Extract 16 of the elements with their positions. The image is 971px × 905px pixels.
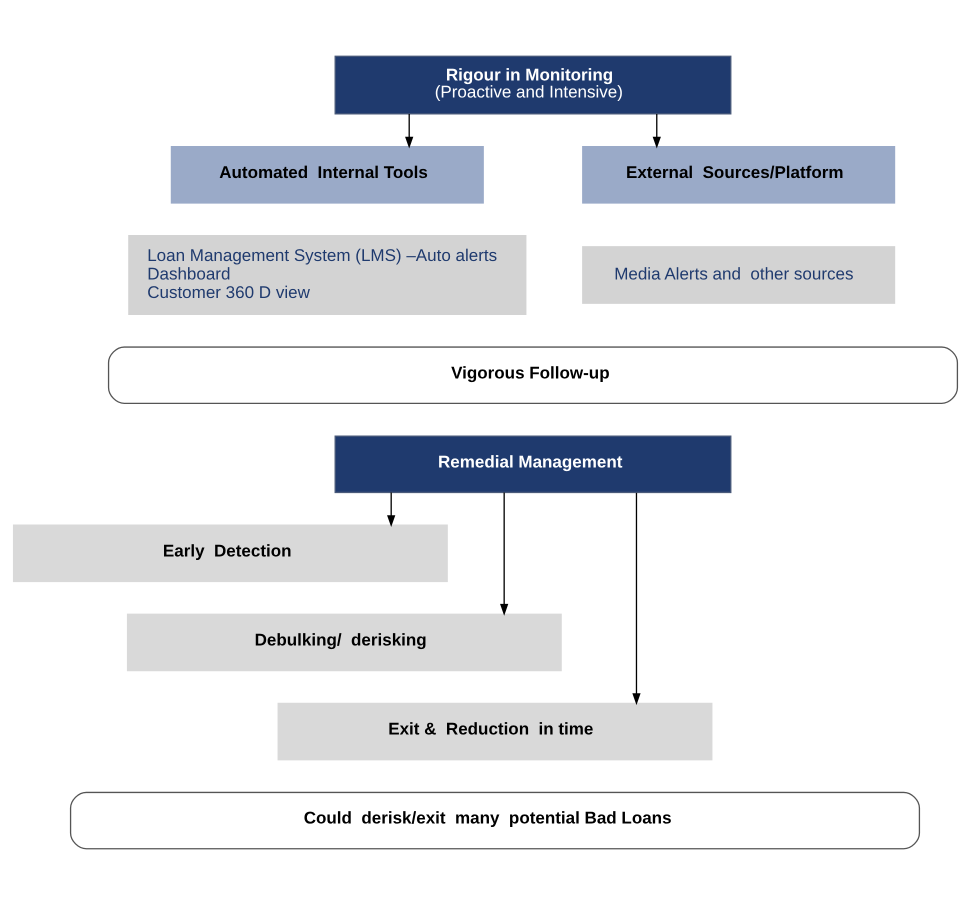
node-box: Loan Management System (LMS) –Auto alerts Dashboard Customer 360 D view [128,235,526,315]
node-box: Automated Internal Tools [170,146,484,204]
node-box: Debulking/ derisking [126,614,562,672]
node-box: Could derisk/exit many potential Bad Loans [70,792,920,850]
node-box: Media Alerts and other sources [582,246,896,304]
node-box: Rigour in Monitoring (Proactive and Intensive) [334,56,732,115]
node-box: Early Detection [12,524,448,582]
node-box: Remedial Management [334,435,732,494]
arrow [500,492,508,616]
arrow [652,114,661,149]
node-box: External Sources/Platform [582,146,896,204]
arrow [387,492,396,528]
node-box: Vigorous Follow-up [108,346,958,404]
arrow [632,492,641,706]
arrow [405,114,414,149]
node-box: Exit & Reduction in time [278,702,712,760]
